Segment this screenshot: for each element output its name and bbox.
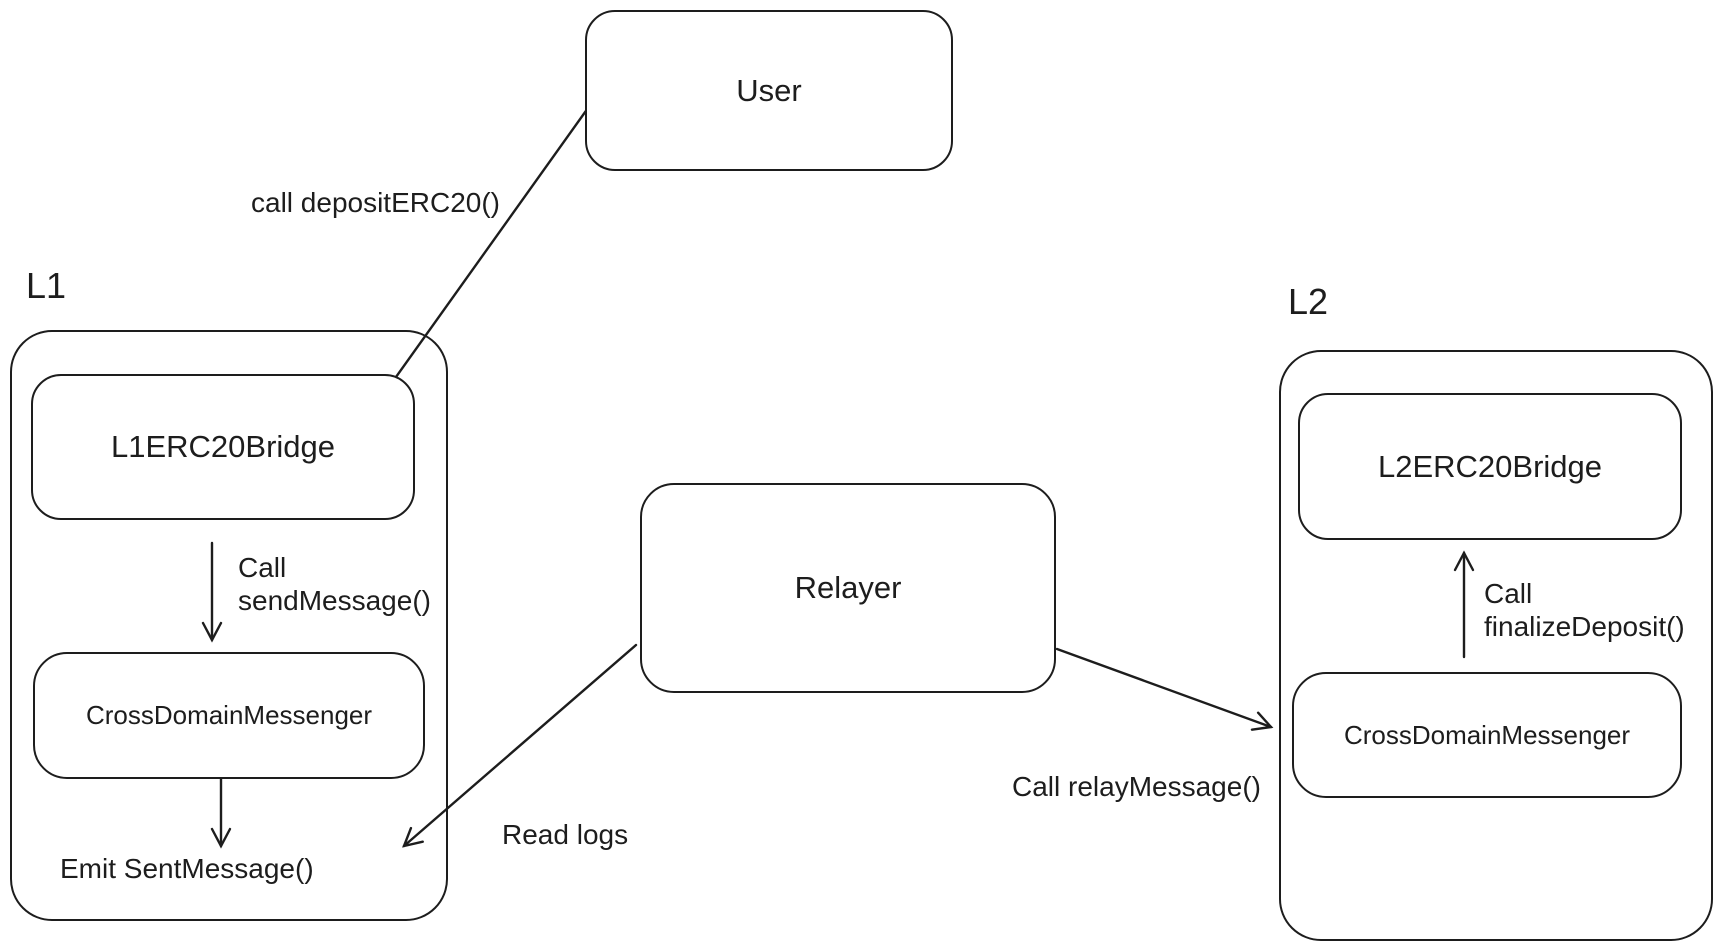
label-call-finalize-deposit-line1: Call: [1484, 578, 1533, 609]
node-l1erc20bridge-label: L1ERC20Bridge: [110, 429, 336, 464]
node-user: User: [585, 10, 953, 171]
label-emit-sent-message: Emit SentMessage(): [60, 853, 314, 884]
node-relayer-label: Relayer: [794, 570, 902, 605]
label-read-logs: Read logs: [502, 819, 629, 850]
node-user-label: User: [736, 72, 802, 108]
label-call-send-message-line1: Call: [238, 552, 287, 583]
node-l1-crossdomainmessenger: CrossDomainMessenger: [33, 652, 425, 779]
label-call-send-message: Call sendMessage(): [238, 551, 431, 617]
l2-group-container: [1279, 350, 1713, 941]
arrow-relayer-to-l2messenger: [1055, 647, 1274, 731]
node-l2-crossdomainmessenger-label: CrossDomainMessenger: [1343, 719, 1631, 750]
node-relayer: Relayer: [640, 483, 1056, 693]
label-call-deposit-erc20: call depositERC20(): [251, 187, 500, 218]
l1-group-label: L1: [26, 265, 67, 306]
node-l2erc20bridge-label: L2ERC20Bridge: [1377, 448, 1603, 484]
label-call-finalize-deposit: Call finalizeDeposit(): [1484, 577, 1685, 643]
label-call-relay-message: Call relayMessage(): [1012, 771, 1261, 802]
node-l1erc20bridge: L1ERC20Bridge: [31, 374, 415, 520]
node-l2-crossdomainmessenger: CrossDomainMessenger: [1292, 672, 1682, 798]
label-call-send-message-line2: sendMessage(): [238, 585, 431, 616]
node-l2erc20bridge: L2ERC20Bridge: [1298, 393, 1682, 540]
label-call-finalize-deposit-line2: finalizeDeposit(): [1484, 611, 1685, 642]
l2-group-label: L2: [1288, 281, 1329, 322]
node-l1-crossdomainmessenger-label: CrossDomainMessenger: [85, 700, 373, 730]
l1-group-container: [10, 330, 448, 921]
